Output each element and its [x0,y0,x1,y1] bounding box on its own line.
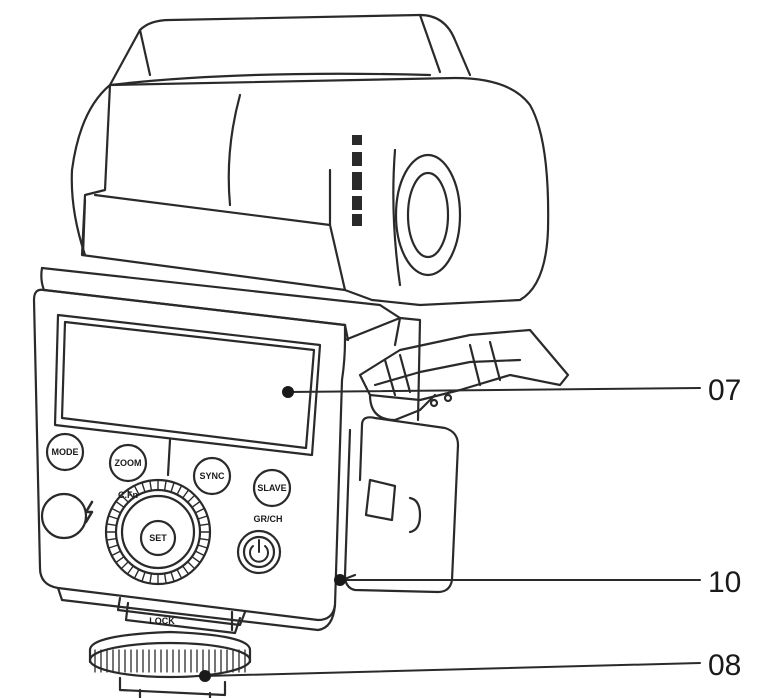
dial-tick [186,560,195,569]
dial-tick [163,572,167,584]
dial-tick [181,565,189,574]
dial-tick [194,550,205,556]
mode-button[interactable] [45,432,85,472]
dial-tick [191,501,200,509]
lcd-display [53,313,322,457]
dial-tick [108,515,119,520]
slave-label: SLAVE [257,483,286,493]
callout-dot-10 [334,574,346,586]
lock-ring[interactable] [88,641,252,679]
dial-tick [198,537,210,541]
sync-button[interactable] [192,456,232,496]
dial-tick [111,550,122,556]
dial-tick [141,482,146,493]
dial-tick [134,568,140,579]
dial-tick [121,560,130,569]
dial-tick [127,565,135,574]
dial-tick [134,485,140,496]
button-labels: MODE ZOOM C.Fn SYNC SLAVE GR/CH SET LOCK [52,447,287,626]
dial-tick [197,515,208,520]
dial-tick [116,501,125,509]
power-icon [249,539,269,563]
lightning-icon [84,500,94,524]
dial-tick [116,555,125,563]
callout-label-07: 07 [708,374,741,407]
dial-tick [111,508,122,514]
buttons-group [40,432,292,586]
callout-line-08 [204,662,701,677]
control-dial[interactable] [104,478,212,586]
callout-lines [204,387,701,677]
dial-tick [149,572,153,584]
flash-body [32,288,422,632]
flash-test-button[interactable] [40,492,88,540]
mode-label: MODE [52,447,79,457]
dial-tick [121,495,130,504]
dial-tick [170,482,175,493]
dial-tick [149,480,153,492]
dial-tick [106,537,118,541]
dial-tick [181,490,189,499]
zoom-label: ZOOM [115,458,142,468]
set-label: SET [149,533,167,543]
callout-labels: 07 10 08 [708,374,741,682]
hot-shoe-foot [88,596,252,698]
dial-tick [163,480,167,492]
sync-label: SYNC [199,471,225,481]
dial-tick [176,485,182,496]
zoom-sub-label: C.Fn [118,490,138,500]
battery-compartment [343,416,460,594]
battery-door [358,328,570,422]
dial-tick [176,568,182,579]
dial-tick [197,544,208,549]
dial-tick [194,508,205,514]
callout-line-07 [287,387,701,393]
zoom-button[interactable] [108,443,148,483]
callout-dot-08 [199,670,211,682]
power-button[interactable] [236,529,282,575]
dial-tick [186,495,195,504]
lock-label: LOCK [149,616,175,626]
dial-tick [127,490,135,499]
flash-head [70,13,550,307]
slave-sub-label: GR/CH [254,514,283,524]
dial-tick [106,523,118,527]
dial-tick [170,571,175,582]
set-button[interactable] [139,519,177,557]
callout-label-10: 10 [708,566,741,599]
dial-tick [198,523,210,527]
callout-label-08: 08 [708,649,741,682]
dial-tick [141,571,146,582]
dial-tick [108,544,119,549]
callout-dot-07 [282,386,294,398]
head-vertical-text [352,135,362,226]
slave-button[interactable] [252,468,292,508]
dial-tick [191,555,200,563]
callout-dots [199,386,346,682]
